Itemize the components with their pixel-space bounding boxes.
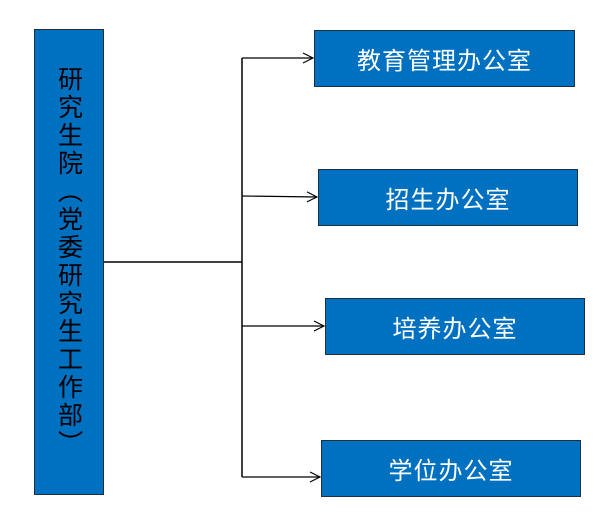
training-office-box: 培养办公室 [325,298,585,355]
degree-office-label: 学位办公室 [388,457,514,485]
admissions-office-label: 招生办公室 [385,186,511,214]
education-management-office-box: 教育管理办公室 [314,30,575,87]
graduate-school-label: 研究生院（党委研究生工作部） [54,66,84,458]
graduate-school-box: 研究生院（党委研究生工作部） [34,29,104,495]
admissions-office-box: 招生办公室 [318,169,578,226]
degree-office-box: 学位办公室 [321,440,581,497]
training-office-label: 培养办公室 [392,315,518,343]
arrow-to-admissions-office [241,196,317,197]
education-management-office-label: 教育管理办公室 [357,47,532,75]
